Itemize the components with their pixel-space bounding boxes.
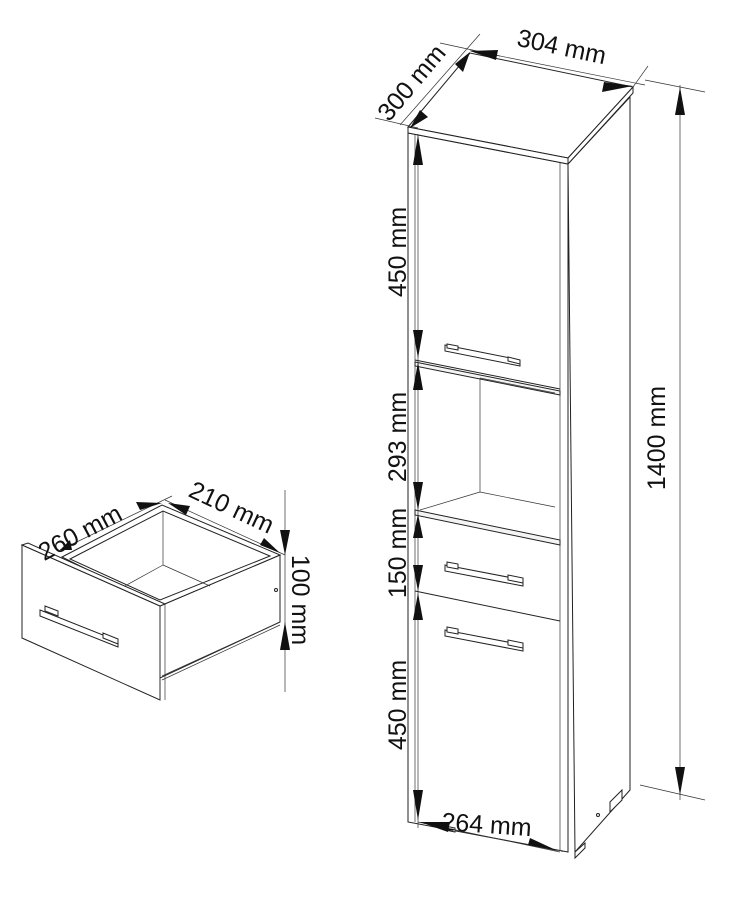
drawer-front-handle xyxy=(39,605,119,648)
top-door-height-label: 450 mm xyxy=(384,207,412,297)
cabinet xyxy=(407,52,634,860)
drawer-height-label: 150 mm xyxy=(384,508,412,598)
cabinet-side-panel xyxy=(567,95,631,854)
drawer-handle xyxy=(444,561,524,587)
open-niche xyxy=(414,361,561,546)
drawer xyxy=(20,504,282,701)
cabinet-front xyxy=(407,132,569,853)
cabinet-height-label: 1400 mm xyxy=(643,386,671,490)
bottom-door-handle xyxy=(444,626,524,652)
drawer-height-label: 100 mm xyxy=(286,555,314,645)
top-door-handle xyxy=(444,343,521,367)
inner-width-label: 264 mm xyxy=(441,808,533,842)
bottom-door-height-label: 450 mm xyxy=(384,660,412,750)
niche-height-label: 293 mm xyxy=(384,392,412,482)
cabinet-width-label: 304 mm xyxy=(515,24,609,70)
